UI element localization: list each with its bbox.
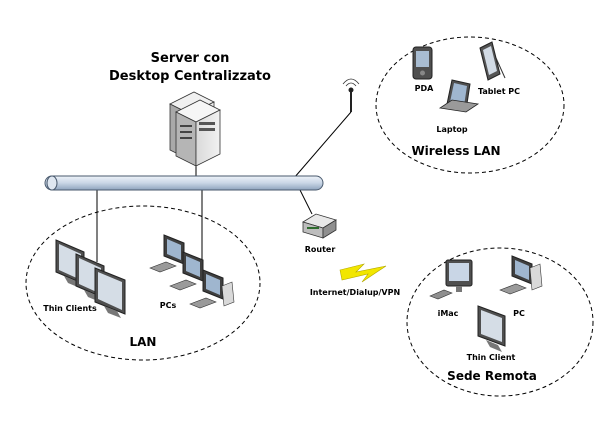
lan-cloud [25, 205, 261, 361]
wireless-lan-cloud [375, 36, 565, 174]
link-label: Internet/Dialup/VPN [310, 288, 400, 297]
wire-router [299, 189, 313, 215]
pda-label: PDA [415, 84, 435, 93]
pda-icon [412, 46, 433, 80]
router-label: Router [305, 245, 336, 254]
pcs-label: PCs [160, 301, 177, 310]
pc-icon [169, 251, 204, 291]
laptop-icon [438, 79, 480, 113]
tablet-pc-label: Tablet PC [478, 87, 520, 96]
server-icon [169, 91, 221, 167]
remote-site-cloud [406, 247, 594, 397]
imac-icon [429, 259, 473, 300]
server-title-line1: Server con [151, 51, 230, 66]
imac-label: iMac [438, 309, 459, 318]
thin-client-monitor-icon [94, 267, 126, 318]
remote-thin-client-icon [477, 305, 506, 352]
lightning-bolt-icon [339, 263, 387, 283]
laptop-label: Laptop [436, 125, 468, 134]
router-icon [302, 213, 337, 239]
wire-antenna [293, 111, 352, 179]
remote-pc-icon [499, 255, 543, 295]
remote-pc-label: PC [513, 309, 525, 318]
remote-thin-client-label: Thin Client [467, 353, 516, 362]
tablet-pc-icon [479, 41, 506, 81]
server-title-line2: Desktop Centralizzato [109, 69, 271, 84]
pc-icon [149, 234, 185, 273]
thin-clients-label: Thin Clients [43, 304, 97, 313]
remote-site-title: Sede Remota [447, 369, 537, 383]
pc-icon [189, 269, 235, 309]
wireless-lan-title: Wireless LAN [411, 144, 500, 158]
backbone-bus [44, 175, 324, 191]
lan-title: LAN [130, 335, 157, 349]
antenna-icon [342, 78, 360, 112]
